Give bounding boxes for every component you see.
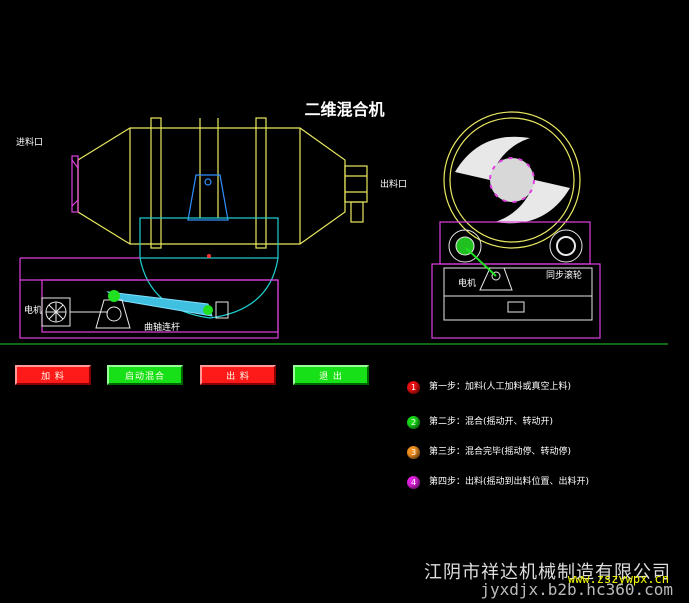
right-motor <box>465 247 513 291</box>
step-text: 第四步：出料(摇动到出料位置、出料开) <box>429 477 590 487</box>
company-name: 江阴市祥达机械制造有限公司 <box>424 562 671 583</box>
right-base <box>443 267 593 321</box>
sync-roller-label: 同步滚轮 <box>546 271 583 281</box>
start-mix-button[interactable]: 启动混合 <box>107 365 183 385</box>
crank-linkage <box>70 290 229 329</box>
page-title: 二维混合机 <box>304 100 385 119</box>
outlet-assembly <box>344 165 368 223</box>
watermark-small: www.zszywpx.cn <box>567 572 669 586</box>
feed-button[interactable]: 加 料 <box>15 365 91 385</box>
step-4: 4 第四步：出料(摇动到出料位置、出料开) <box>407 476 637 489</box>
inlet-label: 进料口 <box>16 138 44 148</box>
inlet-flange <box>71 155 79 213</box>
step-2: 2 第二步：混合(摇动开、转动开) <box>407 416 597 429</box>
motor-label-right: 电机 <box>458 279 477 289</box>
right-blades <box>455 136 570 224</box>
step-text: 第二步：混合(摇动开、转动开) <box>429 417 554 427</box>
step-1: 1 第一步：加料(人工加料或真空上料) <box>407 381 597 394</box>
numbered-circle-icon: 4 <box>407 476 420 489</box>
left-motor <box>41 297 71 327</box>
step-3: 3 第三步：混合完毕(摇动停、转动停) <box>407 446 577 459</box>
step-text: 第一步：加料(人工加料或真空上料) <box>429 382 572 392</box>
mixer-diagram <box>0 111 668 345</box>
numbered-circle-icon: 2 <box>407 416 420 429</box>
sync-rollers <box>448 229 583 263</box>
exit-button[interactable]: 退 出 <box>293 365 369 385</box>
center-marker <box>207 254 211 258</box>
right-frame <box>431 221 601 339</box>
right-drum <box>443 111 581 249</box>
crank-label: 曲轴连杆 <box>144 323 181 333</box>
watermark-url: jyxdjx.b2b.hc360.com <box>480 580 673 599</box>
step-text: 第三步：混合完毕(摇动停、转动停) <box>429 447 572 457</box>
discharge-button[interactable]: 出 料 <box>200 365 276 385</box>
left-support <box>187 174 229 221</box>
numbered-circle-icon: 1 <box>407 381 420 394</box>
left-drum <box>77 117 346 249</box>
motor-label-left: 电机 <box>24 306 43 316</box>
numbered-circle-icon: 3 <box>407 446 420 459</box>
outlet-label: 出料口 <box>380 180 408 190</box>
